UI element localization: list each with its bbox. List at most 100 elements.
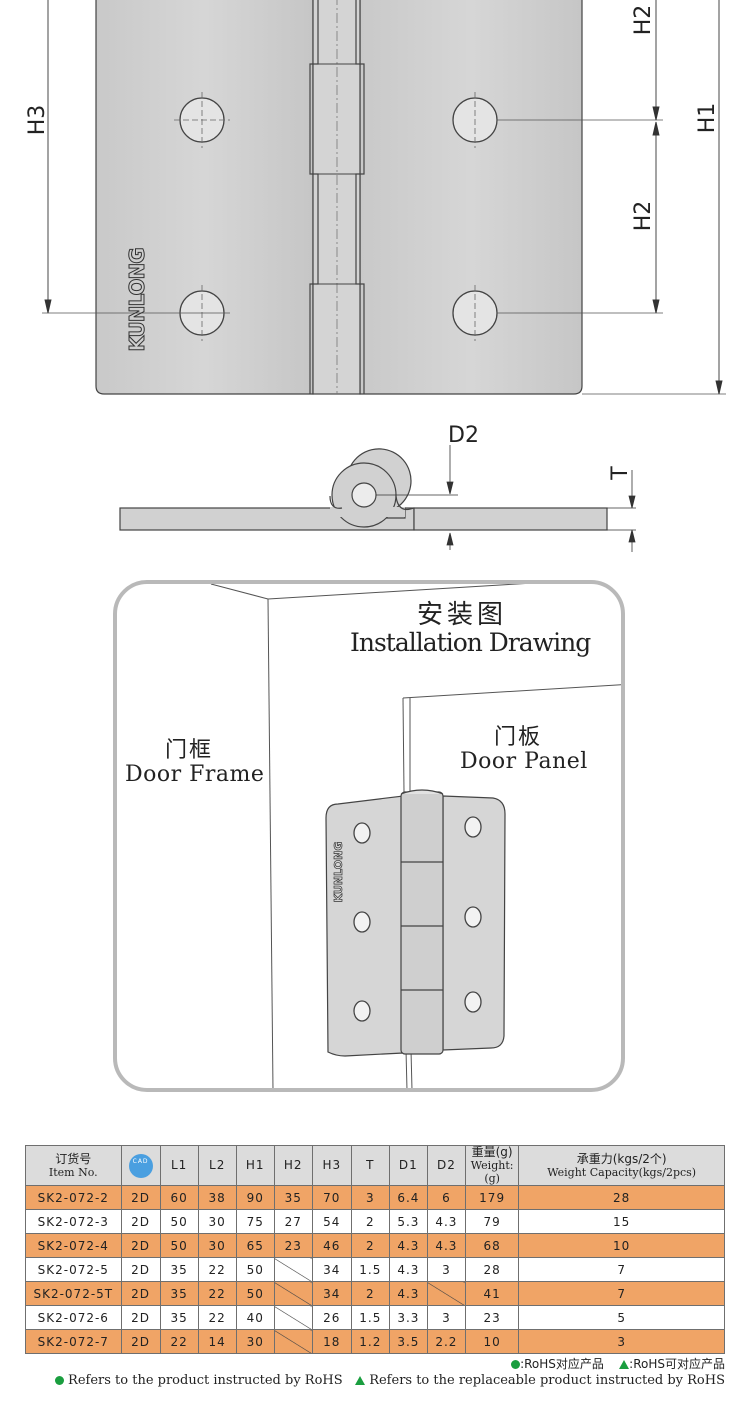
cell-l2: 22 (197, 1305, 237, 1330)
table-header-row: 订货号 Item No. CAD L1 L2 H1 H2 H3 T D1 D2 … (25, 1145, 725, 1186)
hinge-left-leaf (95, 0, 314, 395)
cell-l2: 22 (197, 1257, 237, 1282)
hinge-right-leaf (359, 0, 583, 395)
side-right-leaf (413, 507, 608, 531)
legend-replace-en: Refers to the replaceable product instru… (369, 1373, 725, 1388)
cell-capacity: 7 (518, 1257, 725, 1282)
cell-cad: 2D (120, 1233, 161, 1258)
cell-t: 1.2 (350, 1329, 390, 1354)
cell-l2: 22 (197, 1281, 237, 1306)
cell-l1: 50 (159, 1233, 199, 1258)
header-d1: D1 (388, 1145, 428, 1186)
cell-h3: 18 (311, 1329, 352, 1354)
cell-l1: 35 (159, 1257, 199, 1282)
cell-l1: 35 (159, 1281, 199, 1306)
header-h3: H3 (311, 1145, 352, 1186)
cell-t: 1.5 (350, 1305, 390, 1330)
cad-icon: CAD (128, 1154, 153, 1178)
header-item-no: 订货号 Item No. (25, 1145, 122, 1186)
cell-h3: 34 (311, 1257, 352, 1282)
cell-h1: 40 (235, 1305, 275, 1330)
cell-capacity: 5 (518, 1305, 725, 1330)
cell-h2: 23 (273, 1233, 313, 1258)
cell-h1: 65 (235, 1233, 275, 1258)
cell-d1: 4.3 (388, 1281, 428, 1306)
cell-cad: 2D (120, 1329, 161, 1354)
header-l2: L2 (197, 1145, 237, 1186)
header-d2: D2 (426, 1145, 466, 1186)
cell-h1: 50 (235, 1281, 275, 1306)
cell-d1: 5.3 (388, 1209, 428, 1234)
cell-item: SK2-072-5 (25, 1257, 122, 1282)
legend-cn: :RoHS对应产品 :RoHS可对应产品 (511, 1355, 725, 1372)
cell-capacity: 10 (518, 1233, 725, 1258)
header-t: T (350, 1145, 390, 1186)
cell-capacity: 28 (518, 1185, 725, 1210)
brand-logo: KUNLONG (125, 248, 149, 351)
cell-l2: 30 (197, 1233, 237, 1258)
cell-d2: 4.3 (426, 1233, 466, 1258)
dim-t-label: T (608, 466, 633, 481)
dim-h3-label: H3 (25, 105, 50, 136)
cell-l2: 38 (197, 1185, 237, 1210)
cell-weight: 68 (464, 1233, 520, 1258)
cell-capacity: 3 (518, 1329, 725, 1354)
cell-t: 3 (350, 1185, 390, 1210)
cell-item: SK2-072-3 (25, 1209, 122, 1234)
cell-h2: 35 (273, 1185, 313, 1210)
header-l1: L1 (159, 1145, 199, 1186)
installation-title-en: Installation Drawing (350, 628, 591, 657)
cell-h1: 75 (235, 1209, 275, 1234)
cell-item: SK2-072-7 (25, 1329, 122, 1354)
cell-d1: 4.3 (388, 1257, 428, 1282)
cell-l1: 22 (159, 1329, 199, 1354)
replaceable-triangle-icon-en (355, 1376, 366, 1385)
cell-t: 2 (350, 1233, 390, 1258)
cell-weight: 10 (464, 1329, 520, 1354)
cell-h2 (273, 1305, 313, 1330)
cell-l2: 30 (197, 1209, 237, 1234)
cell-item: SK2-072-5T (25, 1281, 122, 1306)
legend-replace-cn: :RoHS可对应产品 (629, 1357, 725, 1371)
header-capacity: 承重力(kgs/2个) Weight Capacity(kgs/2pcs) (518, 1145, 725, 1186)
dim-h1-label: H1 (695, 103, 720, 134)
install-brand-logo: KUNLONG (332, 842, 345, 903)
header-h1: H1 (235, 1145, 275, 1186)
cell-cad: 2D (120, 1257, 161, 1282)
door-panel-label-cn: 门板 (494, 725, 543, 750)
cell-l1: 50 (159, 1209, 199, 1234)
cell-l1: 35 (159, 1305, 199, 1330)
cell-item: SK2-072-2 (25, 1185, 122, 1210)
cell-weight: 41 (464, 1281, 520, 1306)
dim-h2-mid-label: H2 (631, 201, 656, 232)
cell-d1: 3.3 (388, 1305, 428, 1330)
hinge-side-view: D2 T (119, 423, 636, 552)
cell-h3: 34 (311, 1281, 352, 1306)
cell-d1: 3.5 (388, 1329, 428, 1354)
cell-item: SK2-072-4 (25, 1233, 122, 1258)
cell-d2: 4.3 (426, 1209, 466, 1234)
cell-item: SK2-072-6 (25, 1305, 122, 1330)
cell-weight: 179 (464, 1185, 520, 1210)
door-panel-label-en: Door Panel (460, 749, 588, 774)
cell-h3: 70 (311, 1185, 352, 1210)
cell-h2 (273, 1257, 313, 1282)
cell-h1: 30 (235, 1329, 275, 1354)
door-frame-label-en: Door Frame (125, 762, 265, 787)
cell-h3: 46 (311, 1233, 352, 1258)
replaceable-triangle-icon (619, 1360, 630, 1369)
door-frame-label-cn: 门框 (165, 738, 214, 763)
spec-table: 订货号 Item No. CAD L1 L2 H1 H2 H3 T D1 D2 … (25, 1145, 725, 1354)
cell-d2 (426, 1281, 466, 1306)
cell-d1: 6.4 (388, 1185, 428, 1210)
cell-h2: 27 (273, 1209, 313, 1234)
installation-drawing-frame: KUNLONG 安装图 Installation Drawing 门框 Door… (113, 580, 625, 1092)
header-cad: CAD (120, 1145, 161, 1186)
